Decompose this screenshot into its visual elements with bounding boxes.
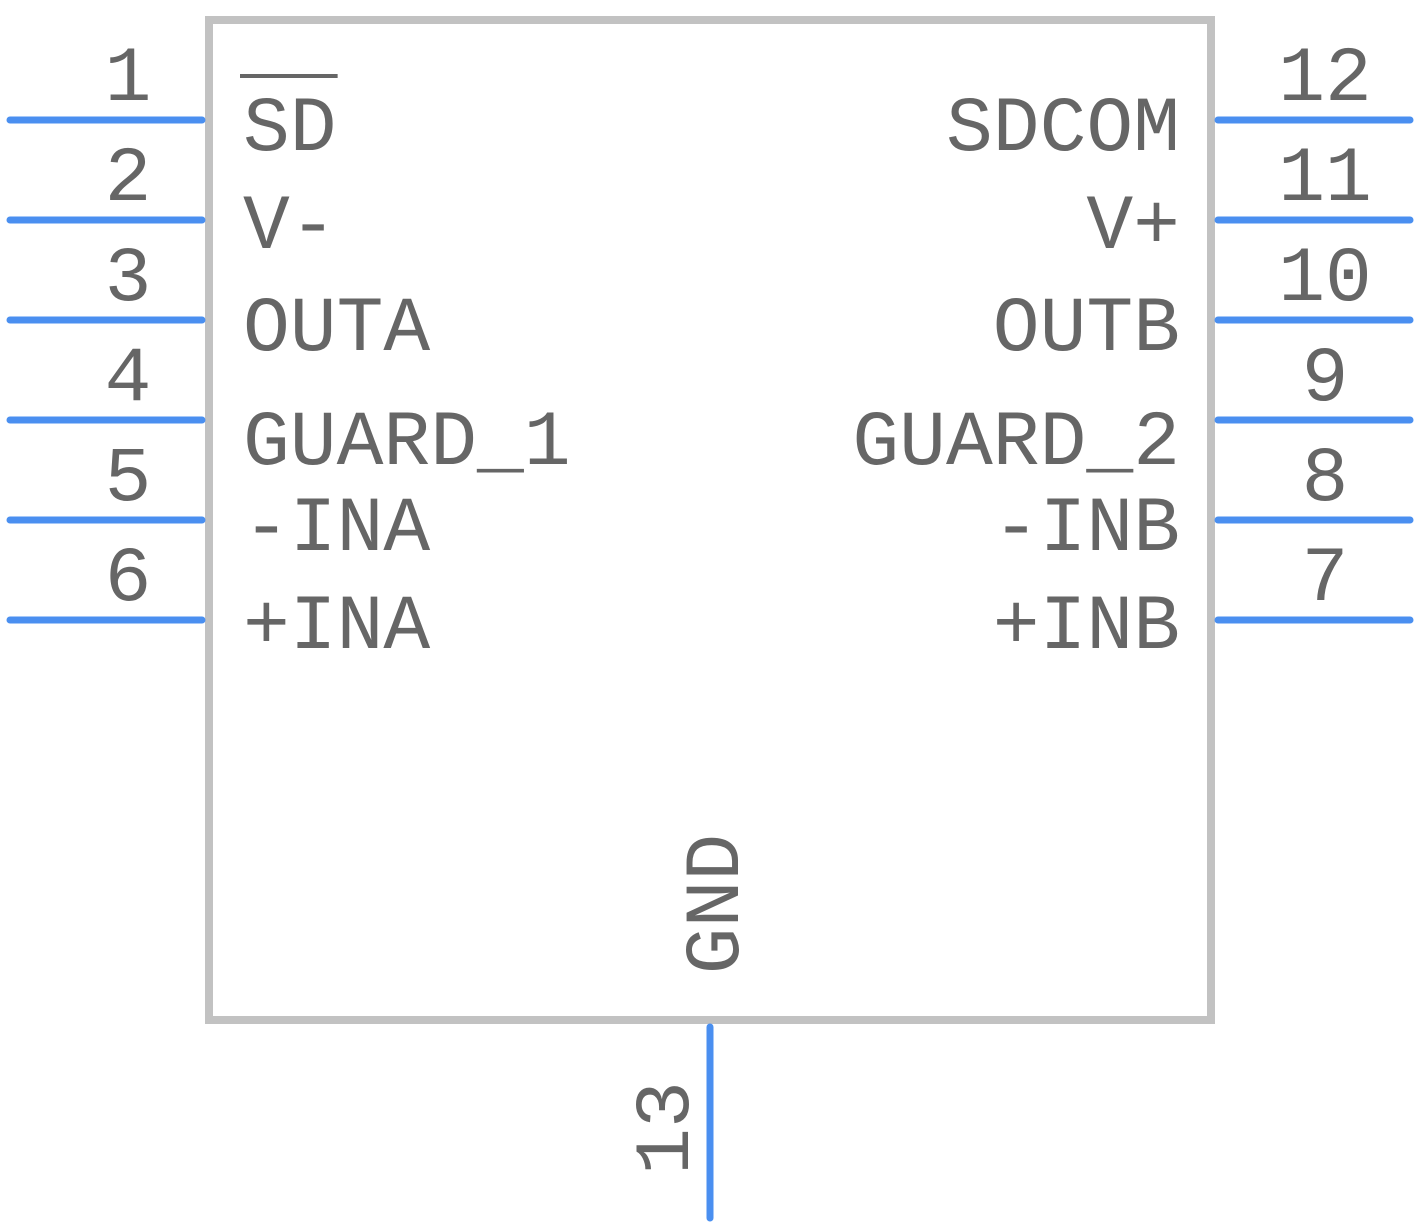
pin-name-7: +INB — [993, 584, 1180, 672]
pin-name-9: GUARD_2 — [852, 400, 1180, 488]
pin-name-5: -INA — [243, 486, 430, 574]
pin-name-12: SDCOM — [946, 86, 1180, 174]
pin-name-13: GND — [674, 834, 762, 974]
pin-number-11: 11 — [1278, 136, 1372, 224]
component-body — [205, 16, 1215, 1024]
pin-number-8: 8 — [1302, 436, 1349, 524]
pin-name-10: OUTB — [993, 286, 1180, 374]
pin-name-4: GUARD_1 — [243, 400, 571, 488]
pin-number-7: 7 — [1302, 536, 1349, 624]
pin-number-3: 3 — [105, 236, 152, 324]
pin-number-5: 5 — [105, 436, 152, 524]
pin-name-1: SD — [243, 86, 337, 174]
pin-number-2: 2 — [105, 136, 152, 224]
pin-number-1: 1 — [105, 36, 152, 124]
pin-number-9: 9 — [1302, 336, 1349, 424]
pin-number-12: 12 — [1278, 36, 1372, 124]
pin-name-2: V- — [243, 184, 337, 272]
pin-name-11: V+ — [1086, 184, 1180, 272]
pin-number-4: 4 — [105, 336, 152, 424]
pin-name-6: +INA — [243, 584, 430, 672]
pin-number-10: 10 — [1278, 236, 1372, 324]
pin-name-8: -INB — [993, 486, 1180, 574]
pin-name-3: OUTA — [243, 286, 430, 374]
pin-number-13: 13 — [624, 1081, 712, 1175]
pin-number-6: 6 — [105, 536, 152, 624]
